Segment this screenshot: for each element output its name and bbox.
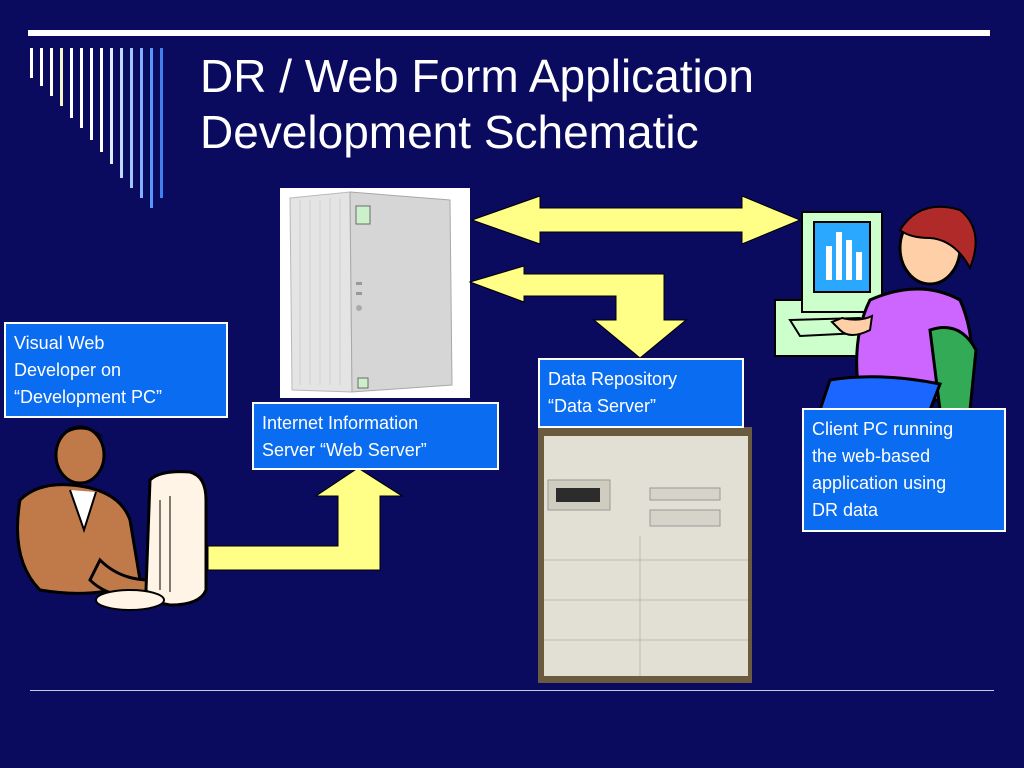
client-label-line: application using bbox=[812, 473, 947, 493]
client-label-line: Client PC running bbox=[812, 419, 954, 439]
web-server-tower bbox=[280, 188, 470, 398]
arrow-webserver-dataserver bbox=[468, 265, 688, 359]
data-server-label-box: Data Repository “Data Server” bbox=[538, 358, 744, 428]
arrow-developer-webserver bbox=[207, 467, 404, 571]
web-server-label-line: Server “Web Server” bbox=[262, 440, 427, 460]
developer-label-line: Developer on bbox=[14, 360, 122, 380]
bottom-rule bbox=[30, 690, 994, 691]
client-person-icon bbox=[817, 205, 978, 412]
developer-label-box: Visual Web Developer on “Development PC” bbox=[4, 322, 228, 418]
title-line-1: DR / Web Form Application bbox=[200, 50, 754, 102]
client-label-line: the web-based bbox=[812, 446, 931, 466]
web-server-label-box: Internet Information Server “Web Server” bbox=[252, 402, 499, 470]
development-pc-icon bbox=[95, 470, 208, 611]
title-line-2: Development Schematic bbox=[200, 106, 699, 158]
data-server-label-line: Data Repository bbox=[548, 369, 678, 389]
web-server-label-line: Internet Information bbox=[262, 413, 419, 433]
client-label-line: DR data bbox=[812, 500, 879, 520]
top-rule bbox=[28, 30, 990, 36]
developer-person-icon bbox=[16, 425, 152, 599]
data-server-label-line: “Data Server” bbox=[548, 396, 657, 416]
data-server-photo bbox=[538, 427, 752, 683]
slide-title: DR / Web Form Application Development Sc… bbox=[200, 48, 1000, 160]
arrow-webserver-client bbox=[470, 195, 802, 245]
developer-label-line: “Development PC” bbox=[14, 387, 163, 407]
developer-label-line: Visual Web bbox=[14, 333, 105, 353]
client-label-box: Client PC running the web-based applicat… bbox=[802, 408, 1006, 532]
stripe-group bbox=[30, 48, 163, 208]
